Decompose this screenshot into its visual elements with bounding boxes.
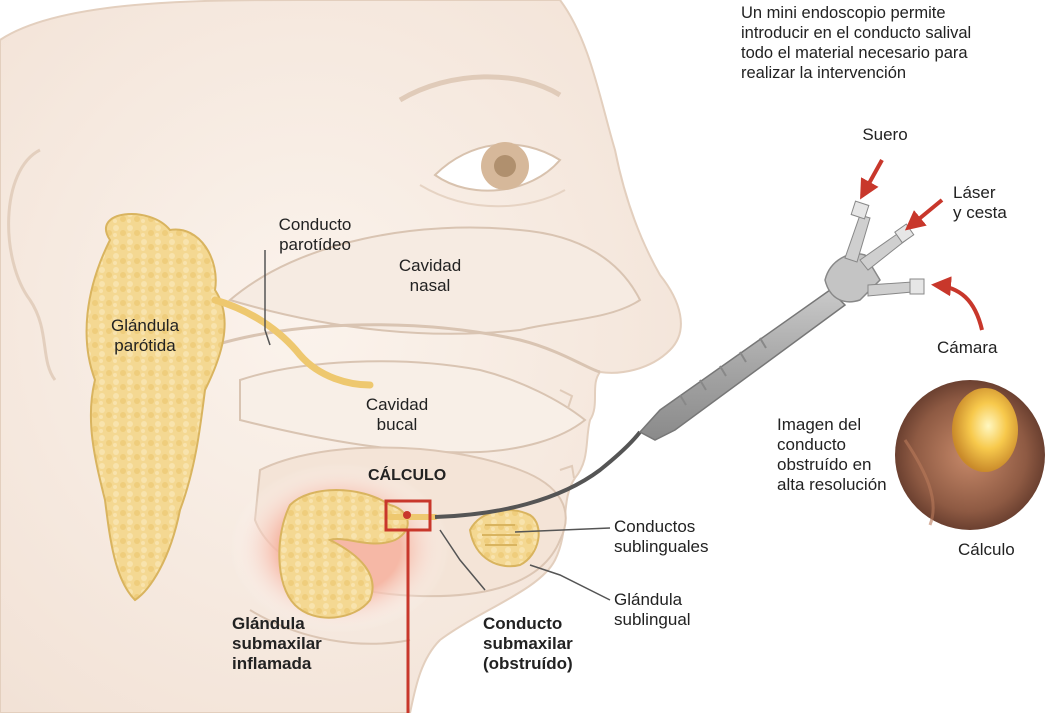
label-camara: Cámara bbox=[937, 338, 997, 358]
label-cavidad-nasal: Cavidad nasal bbox=[385, 256, 475, 296]
label-conducto-submaxilar: Conducto submaxilar (obstruído) bbox=[483, 614, 573, 674]
label-imagen: Imagen del conducto obstruído en alta re… bbox=[777, 415, 887, 495]
label-conductos-sublinguales: Conductos sublinguales bbox=[614, 517, 709, 557]
camera-arrow bbox=[935, 285, 982, 330]
label-glandula-submaxilar: Glándula submaxilar inflamada bbox=[232, 614, 322, 674]
intro-text: Un mini endoscopio permite introducir en… bbox=[741, 3, 971, 83]
label-laser: Láser y cesta bbox=[953, 183, 1007, 223]
laser-arrow bbox=[908, 200, 942, 228]
camera-stone bbox=[952, 388, 1018, 472]
label-glandula-sublingual: Glándula sublingual bbox=[614, 590, 691, 630]
label-calculo: CÁLCULO bbox=[368, 466, 446, 486]
label-cavidad-bucal: Cavidad bucal bbox=[352, 395, 442, 435]
label-calculo-photo: Cálculo bbox=[958, 540, 1015, 560]
label-glandula-parotida: Glándula parótida bbox=[90, 316, 200, 356]
suero-arrow bbox=[862, 160, 882, 196]
calculus-stone bbox=[403, 511, 411, 519]
label-suero: Suero bbox=[840, 125, 930, 145]
label-conducto-parotideo: Conducto parotídeo bbox=[250, 215, 380, 255]
